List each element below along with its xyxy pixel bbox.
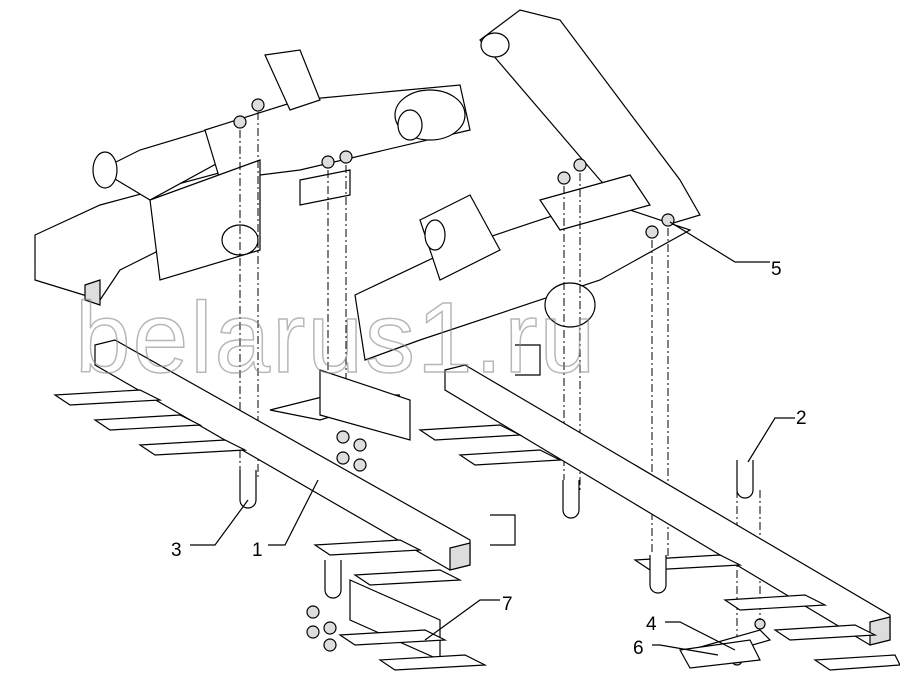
left-linkage-assembly (34, 49, 471, 306)
callout-2: 2 (796, 408, 807, 429)
left-toolbar-beam (53, 339, 516, 671)
right-linkage-assembly (354, 9, 701, 361)
callout-3: 3 (171, 540, 182, 561)
callout-6: 6 (633, 638, 644, 659)
leader-lines (190, 221, 795, 656)
callout-1: 1 (252, 540, 263, 561)
callout-5: 5 (771, 259, 782, 280)
right-toolbar-beam (418, 344, 900, 671)
callout-4: 4 (646, 614, 657, 635)
watermark-text: belarus1.ru (75, 282, 597, 394)
callout-7: 7 (502, 594, 513, 615)
